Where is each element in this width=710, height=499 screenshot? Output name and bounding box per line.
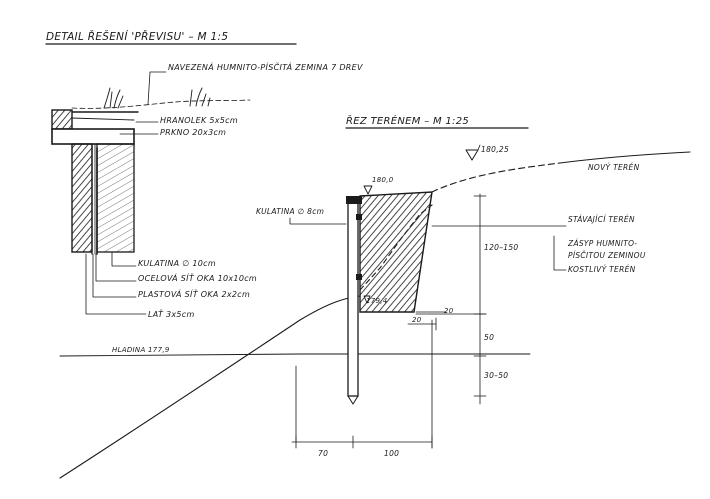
post-bracket-2 — [356, 274, 362, 280]
level-mark-post: 180,0 — [363, 176, 394, 195]
plank — [51, 128, 135, 145]
dim-70: 70 — [318, 449, 328, 458]
lath-label: LAŤ 3x5cm — [148, 308, 195, 319]
dim-backfill-height: 120–150 — [484, 243, 518, 252]
soil-label: NAVEZENÁ HUMNITO-PÍSČITÁ ZEMINA 7 DREV — [168, 61, 363, 72]
svg-text:180,0: 180,0 — [372, 176, 394, 184]
section-post — [347, 197, 359, 397]
backfill-label-1: ZÁSYP HUMNITO- — [567, 239, 637, 248]
dim-20b: 20 — [412, 316, 422, 324]
section-backfill — [359, 191, 433, 313]
dim-100: 100 — [384, 449, 399, 458]
detail-ground-line — [71, 99, 251, 109]
dim-50: 50 — [484, 333, 494, 342]
post-bracket-1 — [356, 214, 362, 220]
steel-mesh-label: OCELOVÁ SÍŤ OKA 10x10cm — [138, 272, 257, 283]
existing-terrain-label: STÁVAJÍCÍ TERÉN — [568, 215, 635, 224]
rock-terrain-label: KOSTLIVÝ TERÉN — [568, 265, 636, 274]
post-label: KULATINA ∅ 10cm — [138, 259, 216, 268]
plank-label: PRKNO 20x3cm — [160, 128, 226, 137]
water-level-label: HLADINA 177,9 — [112, 346, 170, 354]
detail-backfill — [96, 143, 135, 253]
section-drawing: ŘEZ TERÉNEM – M 1:25 NOVÝ TERÉN HLADINA … — [59, 114, 691, 479]
new-terrain-line — [431, 162, 561, 193]
dim-20a: 20 — [444, 307, 454, 315]
svg-text:180,25: 180,25 — [481, 145, 509, 154]
grass-tufts — [103, 87, 211, 109]
svg-text:179,4: 179,4 — [366, 297, 388, 305]
level-mark-top: 180,25 — [465, 144, 509, 161]
batten-top — [51, 109, 73, 130]
section-post-label: KULATINA ∅ 8cm — [256, 207, 324, 216]
water-level-line — [59, 353, 531, 357]
section-title: ŘEZ TERÉNEM – M 1:25 — [346, 114, 469, 127]
batten-label: HRANOLEK 5x5cm — [160, 116, 238, 125]
terrain-top-line — [559, 151, 691, 164]
detail-drawing: DETAIL ŘEŠENÍ 'PŘEVISU' – M 1:5 NAVEZENÁ… — [45, 30, 363, 319]
backfill-label-2: PÍSČITOU ZEMINOU — [568, 251, 646, 260]
plastic-mesh-label: PLASTOVÁ SÍŤ OKA 2x2cm — [138, 288, 250, 299]
level-mark-toe: 179,4 — [363, 295, 388, 305]
detail-title: DETAIL ŘEŠENÍ 'PŘEVISU' – M 1:5 — [46, 30, 228, 43]
existing-terrain-line — [359, 204, 433, 291]
dim-embed: 30–50 — [484, 371, 508, 380]
detail-post — [71, 143, 93, 253]
soil-leader — [147, 71, 167, 105]
new-terrain-label: NOVÝ TERÉN — [588, 163, 640, 172]
post-cap — [346, 196, 362, 204]
slope-line — [59, 295, 361, 479]
